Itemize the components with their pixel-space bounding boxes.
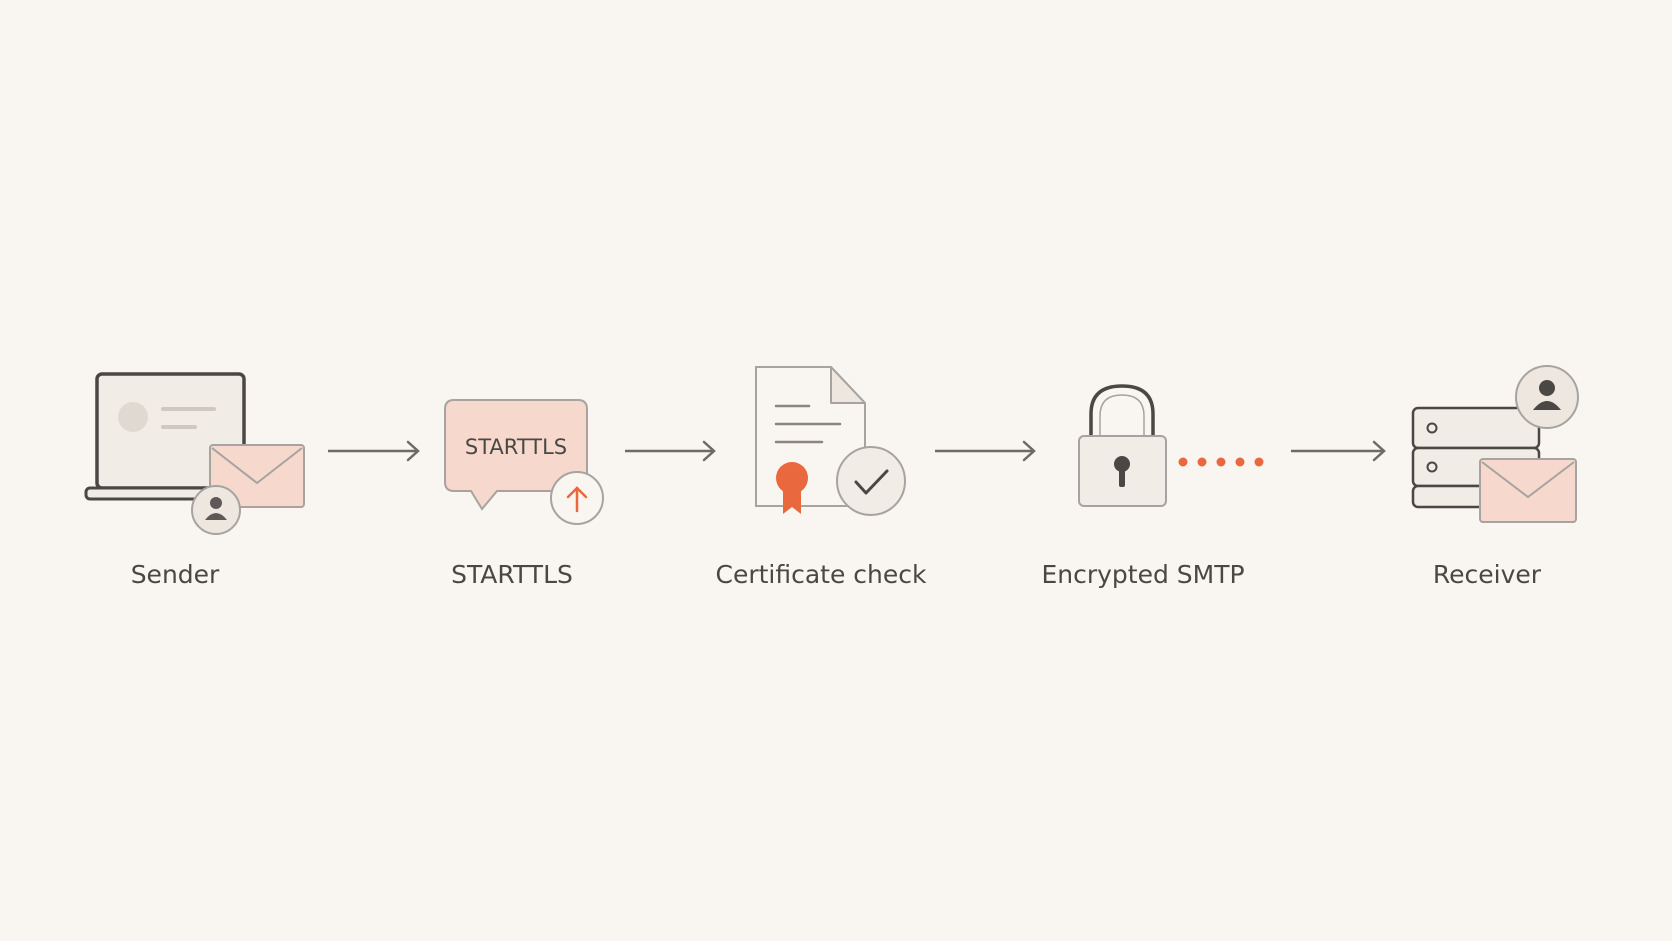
user-badge-icon [191,485,241,535]
encrypted-dots [1178,457,1264,467]
checkmark-badge-icon [836,446,906,516]
speech-bubble-upgrade-icon: STARTTLS [444,399,604,525]
step-label-starttls: STARTTLS [451,560,573,589]
padlock-icon [1078,384,1167,507]
sender-icon [84,372,305,535]
envelope-icon [209,444,305,508]
certificate-check-icon [755,366,906,516]
award-seal-icon [776,462,808,514]
step-label-sender: Sender [131,560,220,589]
arrow-sender-to-starttls [328,440,420,462]
step-label-encrypted-smtp: Encrypted SMTP [1041,560,1244,589]
upgrade-arrow-icon [550,471,604,525]
step-label-certificate-check: Certificate check [716,560,928,589]
bubble-text: STARTTLS [465,435,567,459]
arrow-starttls-to-certificate [625,440,716,462]
user-badge-icon [1515,365,1579,429]
keyhole-icon [1114,456,1130,487]
envelope-icon [1479,458,1577,523]
step-label-receiver: Receiver [1433,560,1542,589]
arrow-encrypted-to-receiver [1291,440,1386,462]
server-mail-icon [1411,365,1579,523]
arrow-certificate-to-encrypted [935,440,1036,462]
